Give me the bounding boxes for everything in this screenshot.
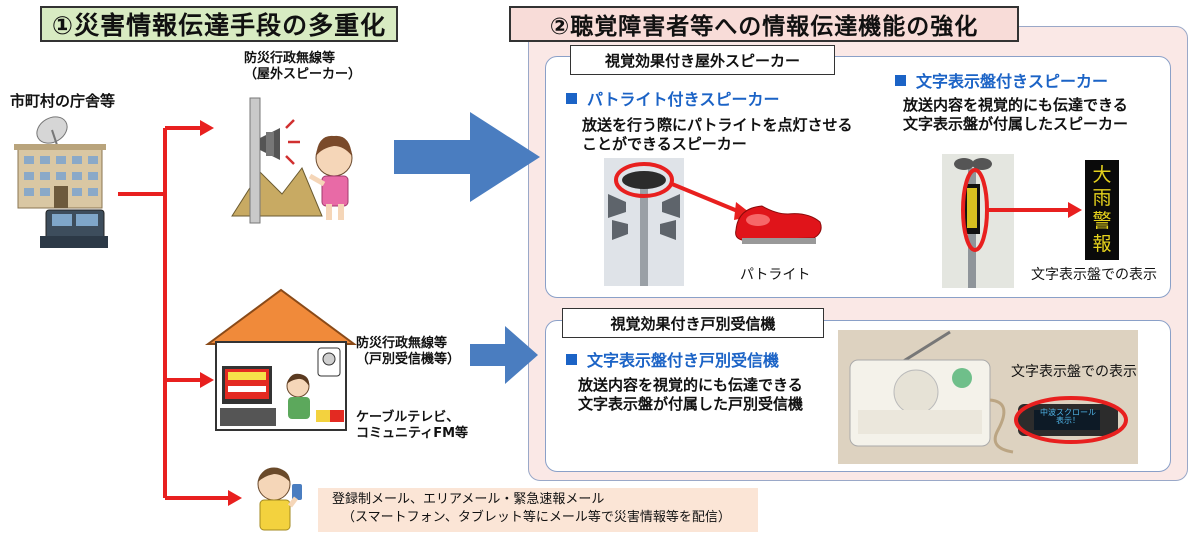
outdoor-panel-title: 視覚効果付き屋外スピーカー	[570, 45, 835, 75]
sign-char: 報	[1092, 233, 1112, 255]
sign-char: 雨	[1092, 187, 1112, 209]
square-bullet-icon	[566, 354, 577, 365]
smartphone-user-icon	[257, 467, 302, 531]
household-receiver-label: 防災行政無線等 （戸別受信機等）	[356, 336, 461, 367]
section-title-enhancement: ②聴覚障害者等への情報伝達機能の強化	[509, 6, 1019, 42]
outdoor-speaker-illustration	[231, 97, 353, 224]
mail-label: 登録制メール、エリアメール・緊急速報メール （スマートフォン、タブレット等にメー…	[332, 492, 731, 525]
flow-arrow-outdoor	[394, 112, 540, 202]
outdoor-speaker-label: 防災行政無線等 （屋外スピーカー）	[244, 51, 362, 82]
household-panel-title: 視覚効果付き戸別受信機	[562, 308, 824, 338]
patlite-heading: パトライト付きスピーカー	[566, 86, 779, 110]
display-speaker-heading: 文字表示盤付きスピーカー	[895, 68, 1108, 92]
sign-char: 大	[1092, 164, 1112, 186]
section-title-multiplexing: ①災害情報伝達手段の多重化	[40, 6, 398, 42]
household-illustration	[204, 288, 358, 431]
patlite-description: 放送を行う際にパトライトを点灯させる ことができるスピーカー	[582, 116, 853, 153]
flow-arrow-household	[470, 326, 538, 384]
sign-char: 警	[1092, 210, 1112, 232]
display-speaker-photo	[942, 154, 1014, 288]
household-description: 放送内容を視覚的にも伝達できる 文字表示盤が付属した戸別受信機	[578, 376, 804, 413]
household-receiver-photo	[838, 330, 1138, 464]
square-bullet-icon	[895, 75, 906, 86]
household-caption: 文字表示盤での表示	[1011, 364, 1137, 380]
municipality-label: 市町村の庁舎等	[10, 92, 116, 110]
warning-sign-display: 大 雨 警 報	[1085, 160, 1119, 260]
cable-tv-label: ケーブルテレビ、 コミュニティFM等	[356, 410, 469, 441]
display-speaker-description: 放送内容を視覚的にも伝達できる 文字表示盤が付属したスピーカー	[903, 96, 1129, 133]
household-heading: 文字表示盤付き戸別受信機	[566, 347, 779, 371]
receiver-screen-text: 中波スクロール 表示！	[1040, 408, 1096, 425]
display-speaker-caption: 文字表示盤での表示	[1031, 267, 1157, 283]
mail-label-bg	[318, 488, 758, 532]
square-bullet-icon	[566, 93, 577, 104]
patlite-lamp-icon	[735, 205, 822, 244]
municipal-building-icon	[14, 116, 108, 248]
patlite-caption: パトライト	[740, 267, 811, 283]
